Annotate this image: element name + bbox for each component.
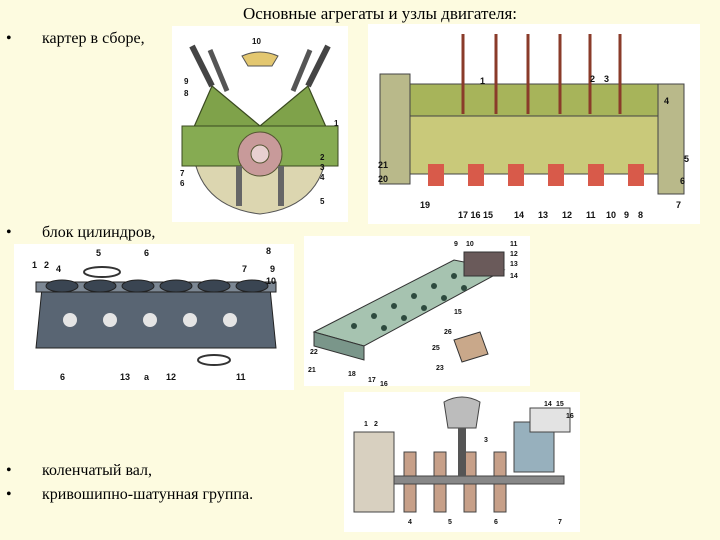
figure-label: 3 xyxy=(320,163,325,172)
cylinder-block-image: 1 2 4 5 6 7 8 9 10 11 12 13 a 6 xyxy=(14,244,294,390)
figure-label: 2 xyxy=(320,153,325,162)
figure-label: 10 xyxy=(266,276,276,286)
figure-label: 5 xyxy=(684,154,689,164)
figure-label: 10 xyxy=(606,210,616,220)
bullet-crankcase: • картер в сборе, xyxy=(6,30,145,48)
crankcase-front-labels: 10 9 8 1 2 3 4 5 6 7 xyxy=(180,37,339,206)
figure-label: 6 xyxy=(60,372,65,382)
figure-label: 9 xyxy=(270,264,275,274)
figure-label: 9 xyxy=(184,77,189,86)
figure-label: 7 xyxy=(676,200,681,210)
figure-label: 19 xyxy=(420,200,430,210)
figure-label: 4 xyxy=(408,519,412,526)
figure-label: 9 xyxy=(454,241,458,248)
figure-label: 7 xyxy=(558,519,562,526)
bullet-marker: • xyxy=(6,462,12,479)
figure-label: 21 xyxy=(378,160,388,170)
figure-label: 8 xyxy=(638,210,643,220)
figure-label: 9 xyxy=(624,210,629,220)
figure-label: 4 xyxy=(664,96,669,106)
figure-label: 16 xyxy=(380,381,388,386)
slide-title: Основные агрегаты и узлы двигателя: xyxy=(242,4,518,23)
figure-label: a xyxy=(144,372,150,382)
figure-label: 25 xyxy=(432,345,440,352)
figure-label: 17 xyxy=(368,377,376,384)
figure-label: 16 xyxy=(566,413,574,420)
figure-label: 15 xyxy=(556,401,564,408)
bullet-marker: • xyxy=(6,30,12,47)
figure-label: 1 xyxy=(364,421,368,428)
figure-label: 22 xyxy=(310,349,318,356)
label: 10 xyxy=(252,37,261,46)
bullet-crankshaft: • коленчатый вал, xyxy=(6,462,152,480)
figure-label: 11 xyxy=(236,372,246,382)
figure-label: 1 xyxy=(480,76,485,86)
figure-label: 3 xyxy=(604,74,609,84)
crankcase-front-image: 10 9 8 1 2 3 4 5 6 7 xyxy=(172,26,348,222)
figure-label: 11 xyxy=(586,210,596,220)
bullet-marker: • xyxy=(6,486,12,503)
figure-label: 18 xyxy=(348,371,356,378)
figure-label: 11 xyxy=(510,241,518,248)
figure-label: 12 xyxy=(166,372,176,382)
cylinder-head-image: 9 10 11 12 13 14 15 16 17 18 21 22 23 25… xyxy=(304,236,530,386)
figure-label: 8 xyxy=(184,89,189,98)
figure-label: 12 xyxy=(562,210,572,220)
bullet-text: блок цилиндров, xyxy=(42,224,156,241)
figure-label: 2 xyxy=(44,260,49,270)
figure-label: 5 xyxy=(320,197,325,206)
figure-label: 13 xyxy=(510,261,518,268)
bullet-text: картер в сборе, xyxy=(42,30,145,47)
bullet-text: коленчатый вал, xyxy=(42,462,153,479)
figure-label: 10 xyxy=(466,241,474,248)
bullet-crank-mechanism: • кривошипно-шатунная группа. xyxy=(6,486,253,504)
figure-label: 13 xyxy=(538,210,548,220)
figure-label: 6 xyxy=(494,519,498,526)
figure-label: 7 xyxy=(180,169,185,178)
figure-label: 20 xyxy=(378,174,388,184)
figure-label: 3 xyxy=(484,437,488,444)
figure-label: 6 xyxy=(680,176,685,186)
figure-label: 14 xyxy=(514,210,524,220)
figure-label: 14 xyxy=(544,401,552,408)
figure-label: 1 xyxy=(32,260,37,270)
figure-label: 2 xyxy=(374,421,378,428)
figure-label: 15 xyxy=(454,309,462,316)
bullet-marker: • xyxy=(6,224,12,241)
figure-label: 12 xyxy=(510,251,518,258)
figure-label: 6 xyxy=(144,248,149,258)
figure-label: 26 xyxy=(444,329,452,336)
crankshaft-image: 14 15 16 1 2 3 4 5 6 7 xyxy=(344,392,580,532)
figure-label: 23 xyxy=(436,365,444,372)
bullet-cylinder-block: • блок цилиндров, xyxy=(6,224,155,242)
figure-label: 5 xyxy=(448,519,452,526)
figure-label: 13 xyxy=(120,372,130,382)
figure-label: 8 xyxy=(266,246,271,256)
figure-label: 21 xyxy=(308,367,316,374)
figure-label: 1 xyxy=(334,119,339,128)
figure-label: 2 xyxy=(590,74,595,84)
figure-label: 7 xyxy=(242,264,247,274)
figure-label: 17 16 15 xyxy=(458,210,493,220)
figure-label: 4 xyxy=(320,173,325,182)
bullet-text: кривошипно-шатунная группа. xyxy=(42,486,254,503)
crankcase-side-image: 1 2 3 4 5 6 7 8 9 10 11 12 13 14 17 16 1… xyxy=(368,24,700,224)
figure-label: 5 xyxy=(96,248,101,258)
figure-label: 4 xyxy=(56,264,61,274)
figure-label: 14 xyxy=(510,273,518,280)
figure-label: 6 xyxy=(180,179,185,188)
